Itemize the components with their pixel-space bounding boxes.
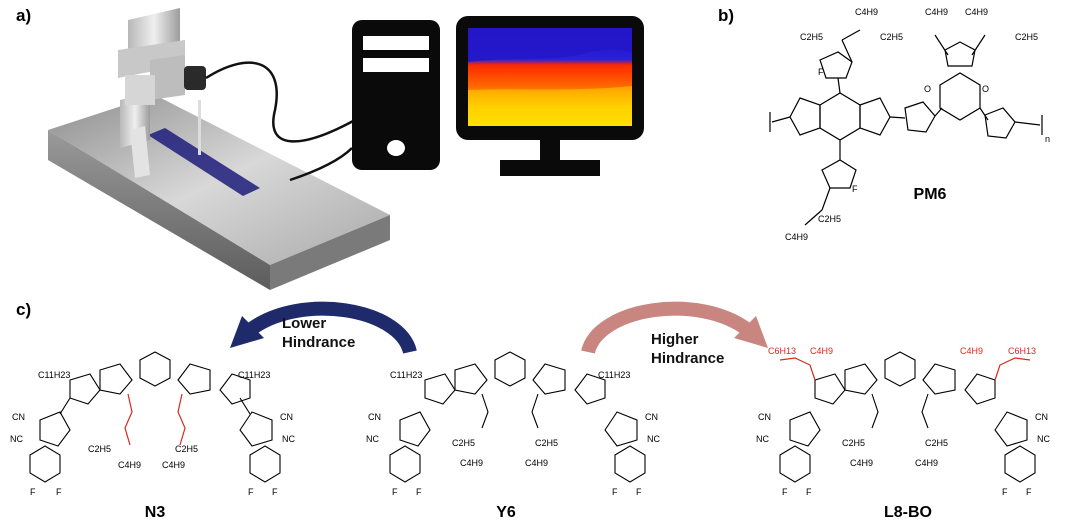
pm6-group-c4h9-4: C4H9 xyxy=(785,232,808,242)
pm6-group-c2h5-3: C2H5 xyxy=(1015,32,1038,42)
y6-group-c2h5-right: C2H5 xyxy=(535,438,558,448)
pm6-repeat-subscript: n xyxy=(1045,134,1050,144)
l8bo-fluorine-1: F xyxy=(782,487,788,497)
y6-cn-right: CN xyxy=(645,412,658,422)
y6-group-c4h9-left: C4H9 xyxy=(460,458,483,468)
coating-apparatus-illustration xyxy=(48,8,644,290)
n3-nc-left: NC xyxy=(10,434,23,444)
n3-fluorine-3: F xyxy=(248,487,254,497)
higher-hindrance-line2: Hindrance xyxy=(651,350,725,367)
y6-fluorine-2: F xyxy=(416,487,422,497)
y6-structure: C11H23 C11H23 C2H5 C2H5 C4H9 C4H9 CN CN … xyxy=(366,351,660,497)
pm6-fluorine-top: F xyxy=(818,67,824,77)
panel-label-a: a) xyxy=(16,6,32,25)
l8bo-nc-right: NC xyxy=(1037,434,1050,444)
higher-hindrance-line1: Higher xyxy=(651,331,699,348)
pm6-structure: F F O O C4H9 C2H5 C2H5 C4H9 C4H9 C2H5 C2… xyxy=(769,7,1050,242)
y6-label: Y6 xyxy=(496,504,516,521)
n3-group-c4h9-left: C4H9 xyxy=(118,460,141,470)
l8bo-group-c4h9-top-left: C4H9 xyxy=(810,346,833,356)
y6-fluorine-1: F xyxy=(392,487,398,497)
n3-label: N3 xyxy=(144,504,166,521)
pm6-group-c2h5-1: C2H5 xyxy=(800,32,823,42)
pm6-oxygen-left: O xyxy=(924,84,931,94)
lower-hindrance-arrow xyxy=(230,301,417,355)
n3-group-c4h9-right: C4H9 xyxy=(162,460,185,470)
n3-cn-left: CN xyxy=(12,412,25,422)
y6-cn-left: CN xyxy=(368,412,381,422)
l8bo-structure: C6H13 C4H9 C4H9 C6H13 C2H5 C2H5 C4H9 C4H… xyxy=(756,346,1050,497)
y6-group-c11h23-right: C11H23 xyxy=(598,370,630,380)
l8bo-group-c6h13-right: C6H13 xyxy=(1008,346,1036,356)
panel-label-c: c) xyxy=(16,300,32,319)
pm6-oxygen-right: O xyxy=(982,84,989,94)
y6-fluorine-3: F xyxy=(612,487,618,497)
pm6-group-c4h9-1: C4H9 xyxy=(855,7,878,17)
y6-nc-right: NC xyxy=(647,434,660,444)
l8bo-group-c2h5-left: C2H5 xyxy=(842,438,865,448)
l8bo-cn-left: CN xyxy=(758,412,771,422)
l8bo-label: L8-BO xyxy=(884,504,932,521)
n3-group-c2h5-left: C2H5 xyxy=(88,444,111,454)
pm6-fluorine-bottom: F xyxy=(852,184,858,194)
n3-group-c11h23-right: C11H23 xyxy=(238,370,270,380)
l8bo-nc-left: NC xyxy=(756,434,769,444)
higher-hindrance-arrow xyxy=(581,301,768,355)
l8bo-fluorine-4: F xyxy=(1026,487,1032,497)
l8bo-group-c4h9-left: C4H9 xyxy=(850,458,873,468)
n3-fluorine-4: F xyxy=(272,487,278,497)
y6-fluorine-4: F xyxy=(636,487,642,497)
pm6-group-c4h9-3: C4H9 xyxy=(965,7,988,17)
n3-nc-right: NC xyxy=(282,434,295,444)
n3-fluorine-1: F xyxy=(30,487,36,497)
l8bo-group-c4h9-top-right: C4H9 xyxy=(960,346,983,356)
n3-structure: C11H23 C11H23 C2H5 C2H5 C4H9 C4H9 CN CN … xyxy=(10,351,295,497)
pm6-group-c2h5-2: C2H5 xyxy=(880,32,903,42)
y6-group-c2h5-left: C2H5 xyxy=(452,438,475,448)
l8bo-group-c2h5-right: C2H5 xyxy=(925,438,948,448)
l8bo-fluorine-2: F xyxy=(806,487,812,497)
pm6-label: PM6 xyxy=(913,186,947,203)
pm6-group-c2h5-4: C2H5 xyxy=(818,214,841,224)
panel-label-b: b) xyxy=(718,6,735,25)
l8bo-group-c4h9-right: C4H9 xyxy=(915,458,938,468)
lower-hindrance-line2: Hindrance xyxy=(282,334,356,351)
l8bo-group-c6h13-left: C6H13 xyxy=(768,346,796,356)
lower-hindrance-line1: Lower xyxy=(282,315,327,332)
l8bo-cn-right: CN xyxy=(1035,412,1048,422)
l8bo-fluorine-3: F xyxy=(1002,487,1008,497)
n3-group-c11h23-left: C11H23 xyxy=(38,370,70,380)
pm6-group-c4h9-2: C4H9 xyxy=(925,7,948,17)
n3-group-c2h5-right: C2H5 xyxy=(175,444,198,454)
y6-group-c4h9-right: C4H9 xyxy=(525,458,548,468)
y6-group-c11h23-left: C11H23 xyxy=(390,370,422,380)
n3-fluorine-2: F xyxy=(56,487,62,497)
n3-cn-right: CN xyxy=(280,412,293,422)
y6-nc-left: NC xyxy=(366,434,379,444)
